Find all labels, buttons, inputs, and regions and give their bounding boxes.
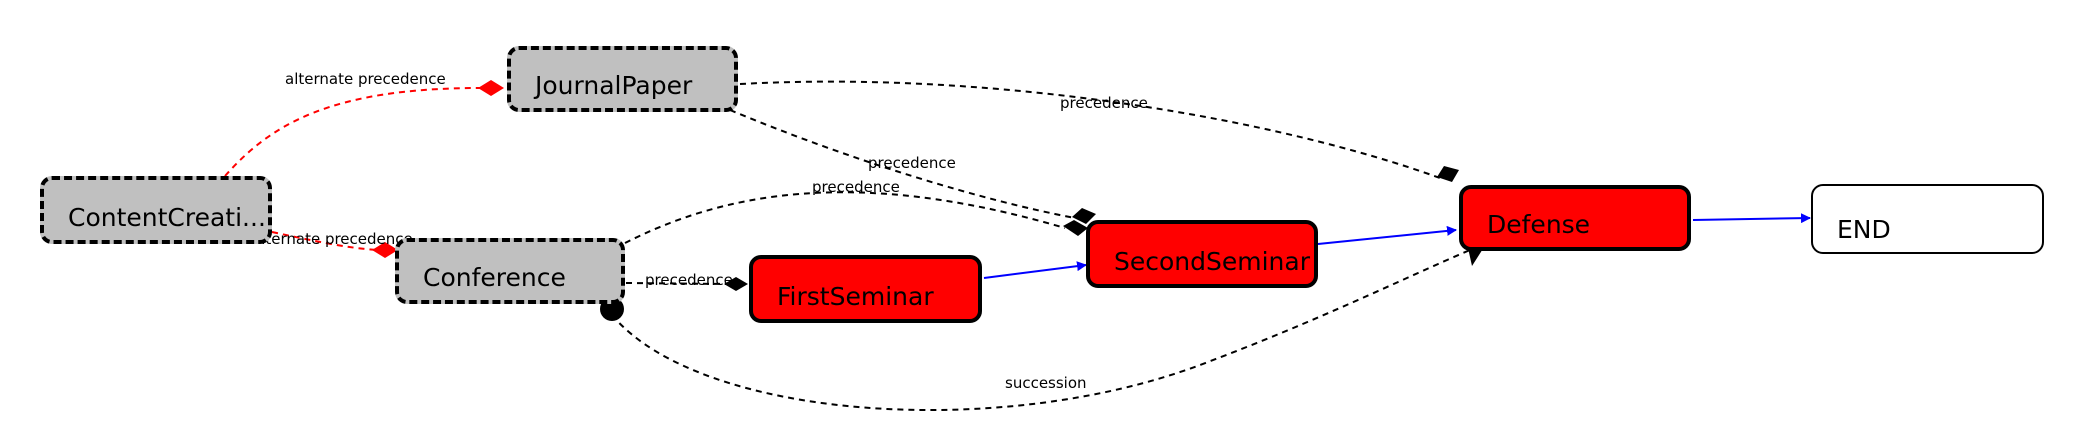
activity-label: Defense [1487,210,1591,239]
edge-precedence-journal-second[interactable] [729,109,1076,219]
activity-end[interactable]: END [1811,184,2044,254]
activity-journal-paper[interactable]: JournalPaper [507,46,738,112]
edge-alt-precedence-conference[interactable] [271,231,379,251]
diamond-icon [1072,208,1096,224]
activity-label: SecondSeminar [1114,247,1310,276]
diamond-icon [372,242,398,258]
diamond-icon [724,277,748,291]
activity-label: Conference [423,263,566,292]
diamond-icon [478,80,504,96]
edge-label-precedence-journal-defense: precedence [1060,94,1148,112]
activity-label: FirstSeminar [777,282,934,311]
edge-alt-precedence-journal[interactable] [224,87,481,177]
activity-label: END [1837,215,1891,244]
edge-label-precedence-conference-second: precedence [812,178,900,196]
diamond-icon [1063,220,1088,236]
edge-precedence-journal-defense[interactable] [739,80,1441,179]
activity-second-seminar[interactable]: SecondSeminar [1086,220,1318,288]
flow-second-to-defense[interactable] [1317,225,1457,245]
activity-label: ContentCreati... [68,203,266,232]
edge-label-alt-precedence-conference: alternate precedence [252,230,413,248]
flow-defense-to-end[interactable] [1692,213,1811,224]
edge-label-alt-precedence-journal: alternate precedence [285,70,446,88]
activity-first-seminar[interactable]: FirstSeminar [749,255,982,323]
flow-first-to-second[interactable] [983,261,1087,279]
edge-label-precedence-conference-first: precedence [645,271,733,289]
activity-label: JournalPaper [535,71,693,100]
activity-defense[interactable]: Defense [1459,185,1691,251]
edge-succession[interactable] [611,249,1471,411]
activity-content-creation[interactable]: ContentCreati... [40,176,272,244]
activity-conference[interactable]: Conference [395,238,625,304]
edge-precedence-conference-second[interactable] [624,191,1066,244]
edge-label-succession: succession [1005,374,1087,392]
diamond-icon [1437,166,1459,182]
edge-label-precedence-journal-second: precedence [868,154,956,172]
